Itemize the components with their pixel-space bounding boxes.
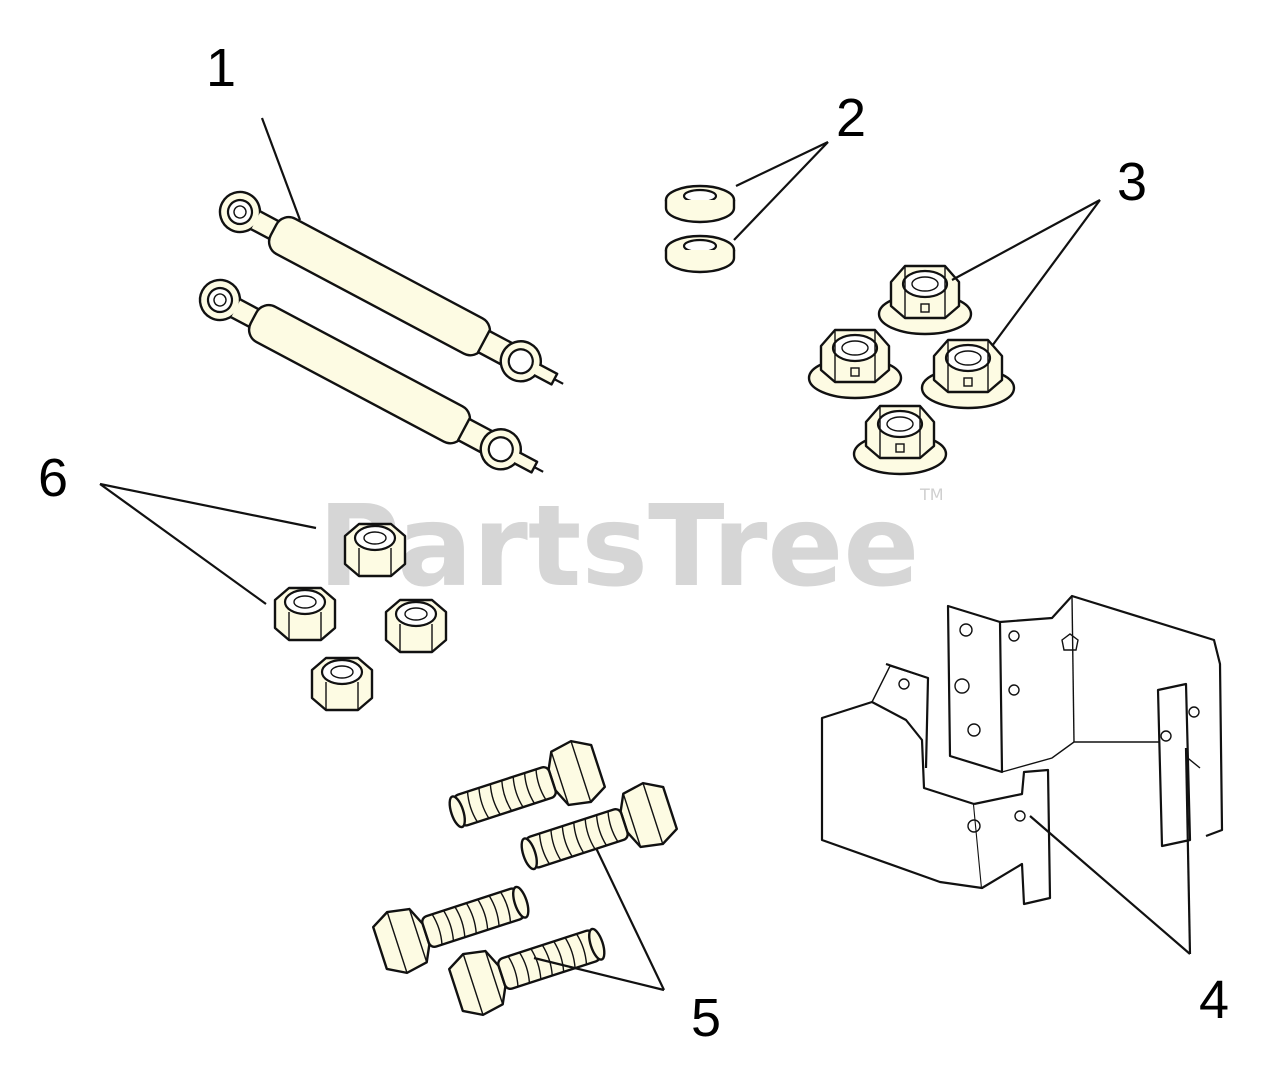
leader-line-2a xyxy=(735,141,829,187)
lock-washer-upper xyxy=(664,184,736,224)
callout-2[interactable]: 2 xyxy=(836,88,866,148)
leader-line-1 xyxy=(260,117,302,221)
leader-line-6a xyxy=(99,482,317,530)
leader-line-5a xyxy=(595,847,665,991)
watermark-trademark: TM xyxy=(919,485,944,504)
flange-nut-bottom xyxy=(852,404,948,476)
callout-4[interactable]: 4 xyxy=(1199,970,1229,1030)
flange-nut-right xyxy=(920,338,1016,410)
leader-line-4a xyxy=(1184,747,1192,955)
leader-line-3b xyxy=(991,199,1101,347)
lock-nut-right xyxy=(384,598,448,654)
leader-line-4b xyxy=(1029,815,1191,955)
callout-5[interactable]: 5 xyxy=(691,988,721,1048)
leader-line-2b xyxy=(733,141,829,241)
flange-nut-left xyxy=(807,328,903,400)
lock-nut-left xyxy=(273,586,337,642)
watermark-text: PartsTree xyxy=(318,482,919,612)
callout-3[interactable]: 3 xyxy=(1117,152,1147,212)
callout-1[interactable]: 1 xyxy=(206,38,236,98)
lock-nut-top xyxy=(343,522,407,578)
callout-6[interactable]: 6 xyxy=(38,448,68,508)
leader-line-6b xyxy=(99,483,267,605)
lock-nut-bottom xyxy=(310,656,374,712)
lock-washer-lower xyxy=(664,234,736,274)
bracket-lower xyxy=(820,662,1052,906)
leader-line-3a xyxy=(951,199,1101,281)
bracket-upper xyxy=(946,594,1224,848)
leader-line-5b xyxy=(533,956,665,992)
